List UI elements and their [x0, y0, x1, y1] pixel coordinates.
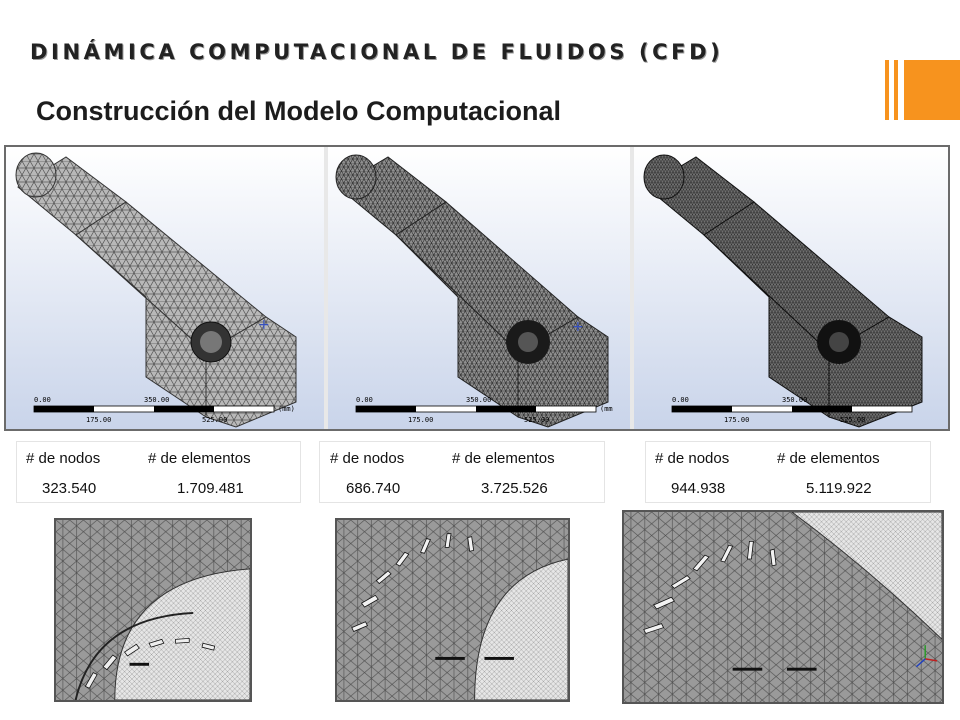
scale-tick: 525.00 [840, 416, 865, 424]
scale-tick: 350.00 [782, 396, 807, 404]
scale-tick: 0.00 [34, 396, 51, 404]
accent-bar-block [904, 60, 960, 120]
accent-bar-thin-2 [894, 60, 898, 120]
scale-tick: 0.00 [672, 396, 689, 404]
scale-tick: 525.00 [524, 416, 549, 424]
scale-unit: (mm [600, 405, 613, 413]
scale-tick: 175.00 [86, 416, 111, 424]
scale-tick: 0.00 [356, 396, 373, 404]
scale-tick: 525.00 [202, 416, 227, 424]
svg-text:+: + [258, 317, 270, 333]
elements-value: 5.119.922 [806, 480, 872, 497]
scale-tick: 175.00 [724, 416, 749, 424]
accent-bar-thin-1 [885, 60, 889, 120]
svg-text:+: + [572, 319, 584, 335]
elements-label: # de elementos [452, 450, 555, 467]
slide-subtitle: Construcción del Modelo Computacional [36, 96, 562, 126]
elements-value: 1.709.481 [177, 480, 244, 497]
nodes-value: 944.938 [671, 480, 726, 497]
scale-tick: 350.00 [466, 396, 491, 404]
elements-label: # de elementos [777, 450, 880, 467]
coarse-mesh-image: + 0.00 350.00 175.00 525.00 (mm) [6, 147, 324, 429]
slide-title: DINÁMICA COMPUTACIONAL DE FLUIDOS (CFD) [30, 40, 724, 64]
medium-mesh-detail-image [335, 518, 570, 702]
scale-tick: 350.00 [144, 396, 169, 404]
nodes-value: 686.740 [346, 480, 401, 497]
nodes-label: # de nodos [655, 450, 730, 467]
scale-tick: 175.00 [408, 416, 433, 424]
mesh-comparison-strip: + 0.00 350.00 175.00 525.00 (mm) + [4, 145, 950, 431]
medium-mesh-image: + 0.00 350.00 175.00 525.00 (mm [328, 147, 630, 429]
mesh-stats-1: # de nodos # de elementos 323.540 1.709.… [17, 442, 300, 502]
coarse-mesh-detail-image [54, 518, 252, 702]
nodes-label: # de nodos [26, 450, 101, 467]
mesh-stats-3: # de nodos # de elementos 944.938 5.119.… [646, 442, 930, 502]
orange-accent-bars [885, 60, 960, 120]
scale-unit: (mm) [278, 405, 295, 413]
fine-mesh-image: 0.00 350.00 175.00 525.00 [634, 147, 948, 429]
fine-mesh-detail-image [622, 510, 944, 704]
nodes-label: # de nodos [330, 450, 405, 467]
elements-label: # de elementos [148, 450, 251, 467]
elements-value: 3.725.526 [481, 480, 548, 497]
nodes-value: 323.540 [42, 480, 97, 497]
mesh-stats-2: # de nodos # de elementos 686.740 3.725.… [320, 442, 604, 502]
